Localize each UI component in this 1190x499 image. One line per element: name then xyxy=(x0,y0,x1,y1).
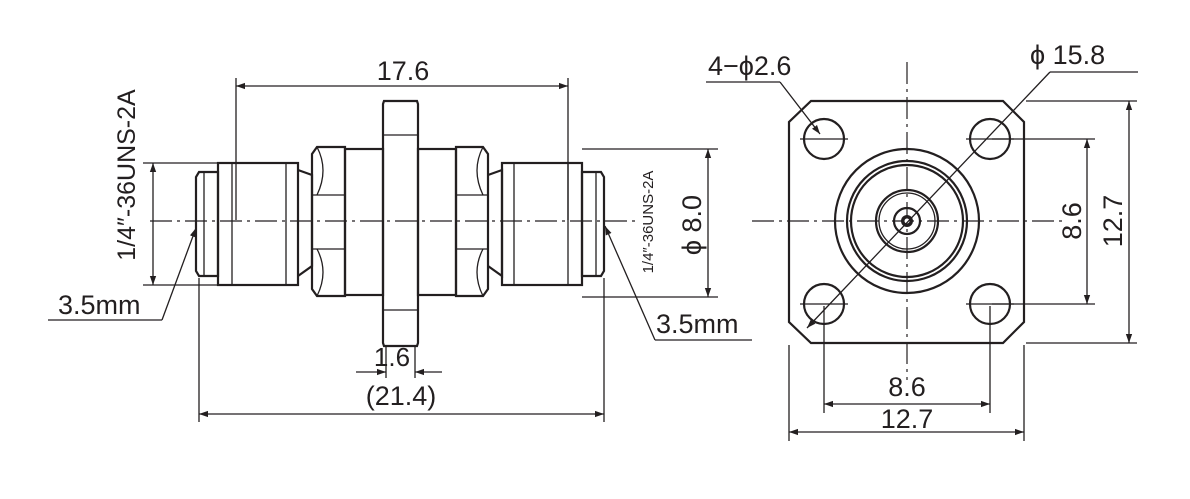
dim-overall-length: (21.4) xyxy=(198,278,605,422)
flange-size-h-label: 12.7 xyxy=(881,404,934,434)
right-connector-label: 3.5mm xyxy=(656,309,739,339)
square-flange xyxy=(787,99,1026,345)
left-threaded-body xyxy=(216,161,314,287)
hole-spec-leader xyxy=(779,81,821,135)
front-view: ϕ 15.8 4−ϕ2.6 8.6 12.7 8.6 xyxy=(706,40,1138,441)
body-diameter-label: ϕ 8.0 xyxy=(677,195,707,255)
dim-flange-size-h: 12.7 xyxy=(788,345,1025,441)
left-thread-label: 1/4″-36UNS-2A xyxy=(113,89,141,261)
left-connector-leader: 3.5mm xyxy=(48,227,197,321)
dim-17-6-label: 17.6 xyxy=(377,56,430,86)
flange xyxy=(381,99,420,348)
bolt-circle-label: ϕ 15.8 xyxy=(1030,40,1105,70)
dim-hole-spacing-v: 8.6 xyxy=(992,138,1095,305)
left-connector-tip xyxy=(194,170,220,278)
right-hex-nut xyxy=(416,145,490,298)
dim-flange-size-v: 12.7 xyxy=(1026,100,1137,344)
dim-flange-thickness: 1.6 xyxy=(356,342,442,378)
hole-spec-label: 4−ϕ2.6 xyxy=(708,51,791,81)
flange-thickness-label: 1.6 xyxy=(374,342,410,372)
left-connector-label: 3.5mm xyxy=(58,290,141,320)
side-view: 17.6 1/4″-36UNS-2A 3.5mm 1.6 xyxy=(48,56,752,422)
dim-left-thread: 1/4″-36UNS-2A xyxy=(113,89,218,286)
bolt-circle-diagonal xyxy=(806,71,1051,329)
right-thread-label: 1/4″-36UNS-2A xyxy=(640,171,657,274)
right-connector-tip xyxy=(580,170,606,278)
right-connector-leader: 3.5mm xyxy=(604,225,752,341)
dim-body-diameter: ϕ 8.0 xyxy=(582,148,718,298)
hole-spacing-v-label: 8.6 xyxy=(1057,202,1087,240)
dim-17-6: 17.6 xyxy=(235,56,569,220)
flange-size-v-label: 12.7 xyxy=(1098,195,1128,248)
overall-length-label: (21.4) xyxy=(366,381,437,411)
dim-hole-spacing-h: 8.6 xyxy=(823,306,991,413)
hole-spacing-h-label: 8.6 xyxy=(888,372,926,402)
